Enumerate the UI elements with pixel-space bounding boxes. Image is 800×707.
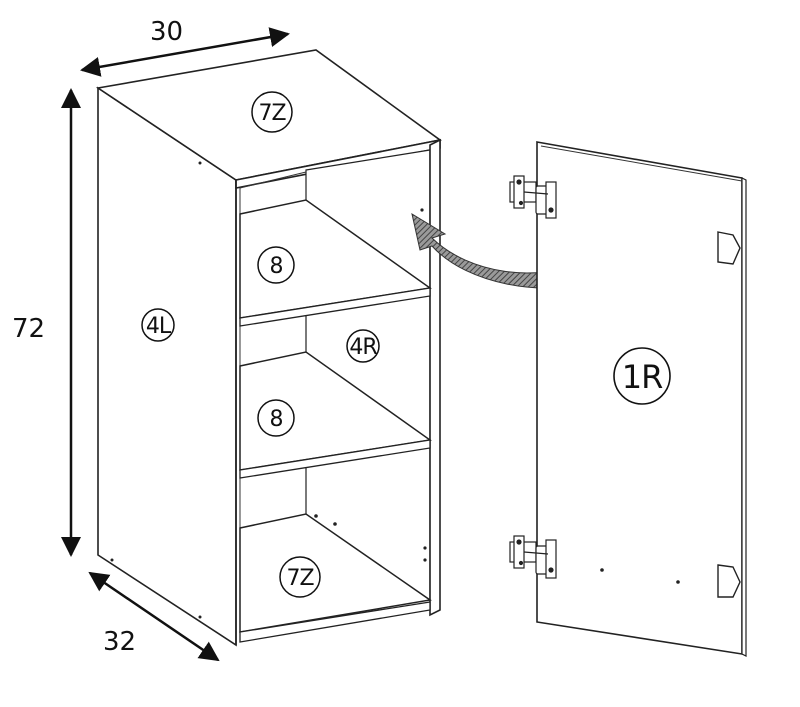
part-label-bottom: 7Z (279, 556, 321, 598)
dimension-height-label: 72 (12, 314, 45, 344)
left-side-panel (97, 86, 237, 647)
svg-text:7Z: 7Z (286, 566, 314, 591)
dowel-holes (110, 161, 427, 619)
svg-text:8: 8 (270, 407, 283, 432)
svg-text:4L: 4L (146, 314, 172, 339)
hinge-bottom (509, 535, 557, 579)
dimension-width-label: 30 (150, 17, 183, 47)
door-handle-bottom (717, 564, 741, 598)
dimension-height: 72 (12, 88, 81, 557)
dimension-depth: 32 (88, 571, 220, 662)
svg-text:8: 8 (270, 254, 283, 279)
part-label-shelf-upper: 8 (257, 246, 295, 284)
part-label-side-left: 4L (141, 308, 175, 342)
svg-text:1R: 1R (622, 358, 663, 396)
bottom-panel (239, 513, 432, 643)
door-handle-top (717, 231, 741, 265)
svg-text:7Z: 7Z (258, 101, 286, 126)
upper-shelf (239, 199, 432, 327)
svg-text:4R: 4R (349, 335, 377, 360)
right-side-panel-edge (429, 138, 441, 617)
door-panel: 1R (536, 141, 747, 657)
part-label-door: 1R (613, 347, 671, 405)
part-label-side-right: 4R (346, 329, 380, 363)
lower-shelf (239, 351, 432, 479)
part-label-shelf-lower: 8 (257, 399, 295, 437)
hinge-top (509, 175, 557, 219)
part-label-top: 7Z (251, 91, 293, 133)
dimension-width: 30 (80, 17, 290, 77)
dimension-depth-label: 32 (103, 627, 136, 657)
